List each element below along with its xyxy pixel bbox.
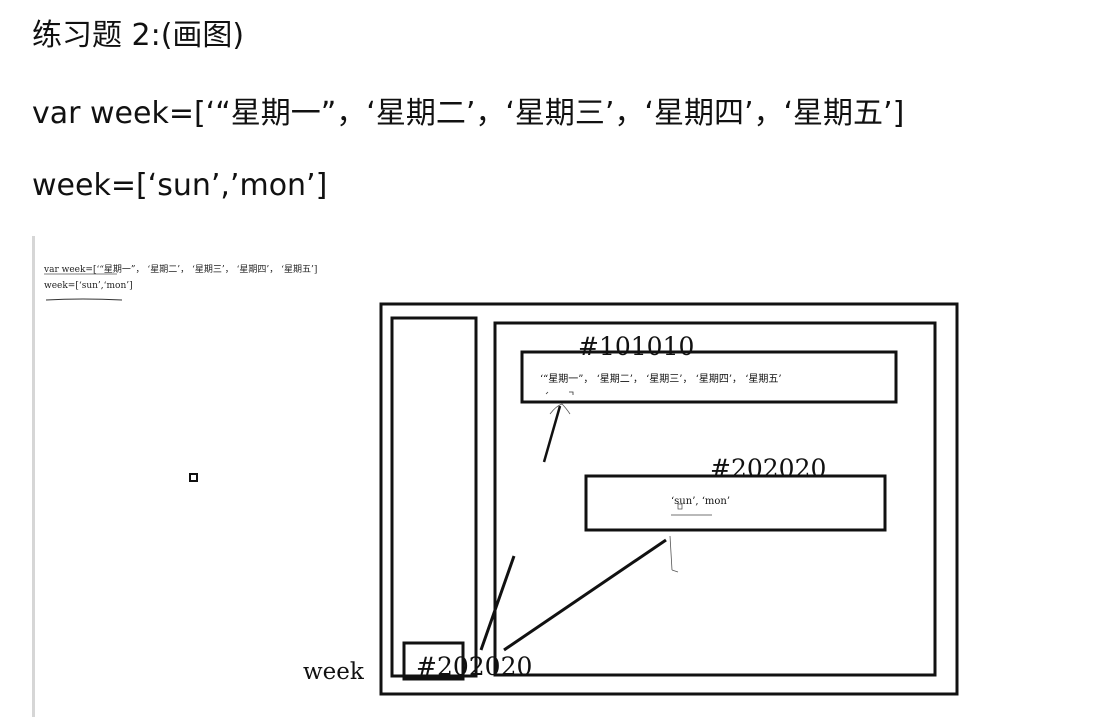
pointer-tick-sketch (669, 535, 679, 573)
caption-scribble (45, 298, 123, 301)
embedded-diagram-image: var week=[‘“星期一”， ‘星期二’， ‘星期三’， ‘星期四’， ‘… (32, 236, 1105, 717)
heap-object-1-address: #101010 (578, 332, 694, 361)
page-title: 练习题 2:(画图) (32, 18, 245, 53)
embed-margin-bar (32, 236, 35, 717)
heap-object-2-cursor-mark (677, 503, 683, 510)
memory-diagram: var week=[‘“星期一”， ‘星期二’， ‘星期三’， ‘星期四’， ‘… (43, 264, 959, 696)
old-pointer-arrowhead-sketch (549, 403, 571, 415)
stack-variable-cell (402, 641, 465, 681)
code-line-week-reassign: week=[‘sun’,’mon’] (32, 168, 328, 203)
pointer-line-to-heap-object-2 (503, 538, 667, 652)
heap-object-1-scribble (545, 391, 574, 395)
heap-object-2-address: #202020 (710, 454, 826, 483)
heap-object-1-box (520, 350, 898, 404)
code-line-week-array: var week=[‘“星期一”，‘星期二’，‘星期三’，‘星期四’，‘星期五’… (32, 96, 905, 131)
caption-line1: var week=[‘“星期一”， ‘星期二’， ‘星期三’， ‘星期四’， ‘… (43, 264, 317, 275)
heap-object-1-content: ‘“星期一”， ‘星期二’， ‘星期三’， ‘星期四’， ‘星期五’ (540, 373, 782, 385)
marker-square (189, 473, 198, 482)
heap-box (493, 321, 937, 677)
heap-object-2-content: ‘sun’, ‘mon’ (671, 496, 730, 507)
stack-variable-value: #202020 (416, 652, 532, 681)
stack-box (390, 316, 478, 678)
stack-variable-name: week (303, 659, 365, 685)
old-pointer-line (542, 405, 562, 463)
caption-line2: week=[‘sun’,‘mon’] (44, 280, 133, 291)
memory-outer-box (379, 302, 959, 696)
heap-object-2-box (584, 474, 887, 532)
pointer-line-stack-to-heap (479, 555, 516, 651)
